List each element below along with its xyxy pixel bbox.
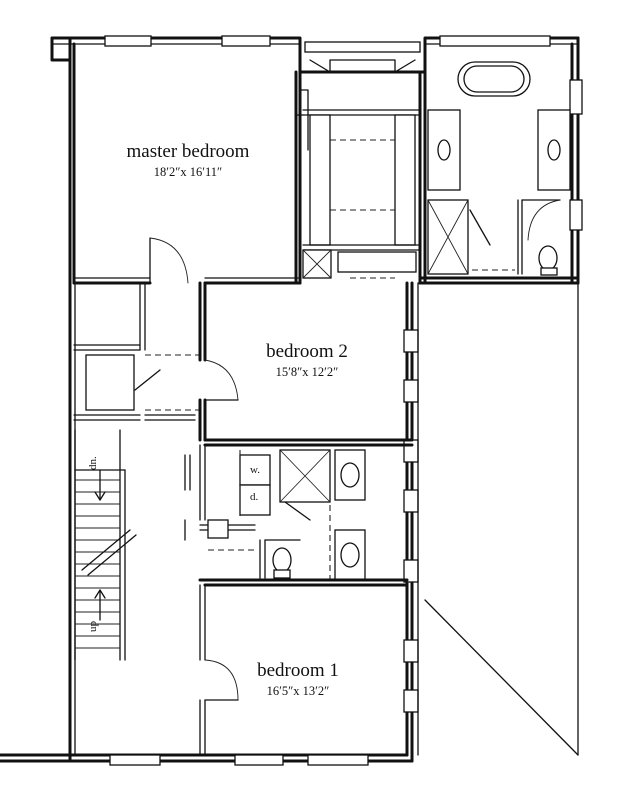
bedroom-1-title: bedroom 1 xyxy=(257,660,339,681)
washer-label: w. xyxy=(250,464,260,476)
stairs-down-label: dn. xyxy=(87,456,99,470)
stairs xyxy=(74,429,137,661)
dryer-label: d. xyxy=(250,491,259,503)
shared-bath xyxy=(184,438,414,756)
bedroom-2-dims: 15′8″x 12′2″ xyxy=(276,365,339,379)
stairs-up-label: up xyxy=(87,621,99,633)
bedroom-2-title: bedroom 2 xyxy=(266,341,348,362)
master-bath xyxy=(418,61,580,285)
bedroom-1-dims: 16′5″x 13′2″ xyxy=(267,684,330,698)
master-walls xyxy=(72,59,421,285)
master-bedroom-title: master bedroom xyxy=(127,141,250,162)
hall-walls xyxy=(73,281,239,442)
master-bedroom-dims: 18′2″x 16′11″ xyxy=(154,165,223,179)
windows-top xyxy=(104,35,551,766)
roof-lines xyxy=(417,282,579,756)
